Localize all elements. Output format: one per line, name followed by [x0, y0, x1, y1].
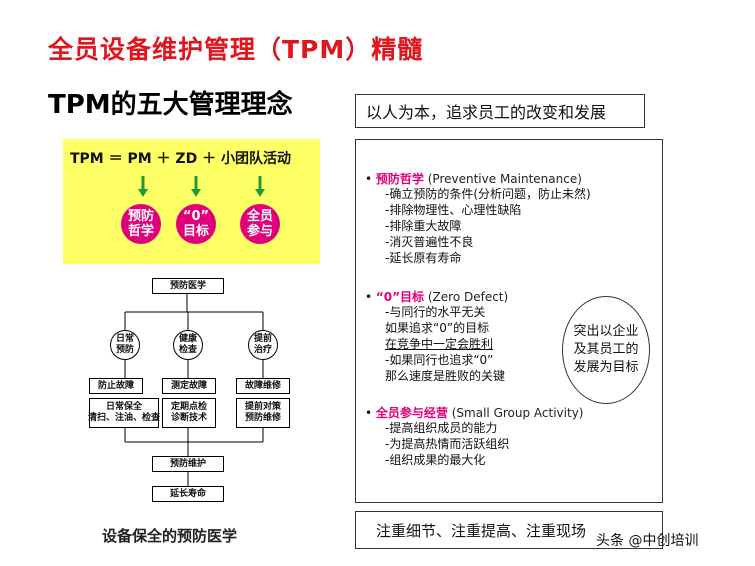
- tree-action-box: 防止故障: [89, 378, 143, 394]
- list-item: -确立预防的条件(分析问题，防止未然): [385, 187, 591, 201]
- watermark: 头条 @中创培训: [596, 533, 699, 549]
- down-arrow-icon: [191, 176, 201, 197]
- philosophy-box: 以人为本，追求员工的改变和发展: [355, 94, 645, 128]
- tree-detail-box: 提前对策预防维修: [236, 398, 290, 428]
- tree-action-box: 故障维修: [236, 378, 290, 394]
- page-title: 全员设备维护管理（TPM）精髓: [48, 35, 424, 64]
- list-item: 如果追求“0”的目标: [385, 321, 490, 335]
- list-item: 那么速度是胜败的关键: [385, 369, 506, 383]
- tpm-formula: TPM ＝ PM ＋ ZD ＋ 小团队活动: [70, 151, 291, 167]
- concept-circle: 全员参与: [240, 204, 280, 244]
- tree-action-box: 测定故障: [162, 378, 216, 394]
- diagram-caption: 设备保全的预防医学: [102, 527, 238, 545]
- section-heading: • 全员参与经营 (Small Group Activity): [365, 406, 584, 420]
- goal-oval: 突出以企业及其员工的发展为目标: [562, 296, 650, 404]
- preventive-medicine-diagram: 预防医学 日常预防 健康检查 提前治疗 防止故障 测定故障 故障维修 日常保全清…: [85, 272, 300, 507]
- list-item: -排除物理性、心理性缺陷: [385, 203, 522, 217]
- list-item: -消灭普遍性不良: [385, 235, 474, 249]
- tree-connectors: [124, 294, 264, 486]
- section-heading: • “0”目标 (Zero Defect): [365, 290, 509, 304]
- list-item: -组织成果的最大化: [385, 453, 486, 467]
- tree-branch-circle: 日常预防: [110, 330, 140, 360]
- concept-circle: “0”目标: [176, 204, 216, 244]
- section-subtitle: TPM的五大管理理念: [48, 90, 293, 120]
- list-item: 在竞争中一定会胜利: [385, 337, 494, 351]
- tree-top-box: 预防医学: [152, 278, 224, 294]
- down-arrow-icon: [255, 176, 265, 197]
- tree-branch-circle: 提前治疗: [248, 330, 278, 360]
- list-item: -排除重大故障: [385, 219, 462, 233]
- down-arrow-icon: [138, 176, 148, 197]
- concept-circle: 预防哲学: [121, 204, 161, 244]
- list-item: -延长原有寿命: [385, 251, 462, 265]
- section-heading: • 预防哲学 (Preventive Maintenance): [365, 172, 582, 186]
- tree-result-box: 延长寿命: [152, 486, 224, 502]
- list-item: -与同行的水平无关: [385, 305, 486, 319]
- tree-detail-box: 日常保全清扫、注油、检查: [88, 398, 160, 428]
- list-item: -为提高热情而活跃组织: [385, 437, 510, 451]
- list-item: -提高组织成员的能力: [385, 421, 498, 435]
- list-item: -如果同行也追求“0”: [385, 353, 494, 367]
- principles-box: 注重细节、注重提高、注重现场: [355, 511, 663, 549]
- tree-branch-circle: 健康检查: [173, 330, 203, 360]
- tree-detail-box: 定期点检诊断技术: [162, 398, 216, 428]
- tree-maintenance-box: 预防维护: [152, 456, 224, 472]
